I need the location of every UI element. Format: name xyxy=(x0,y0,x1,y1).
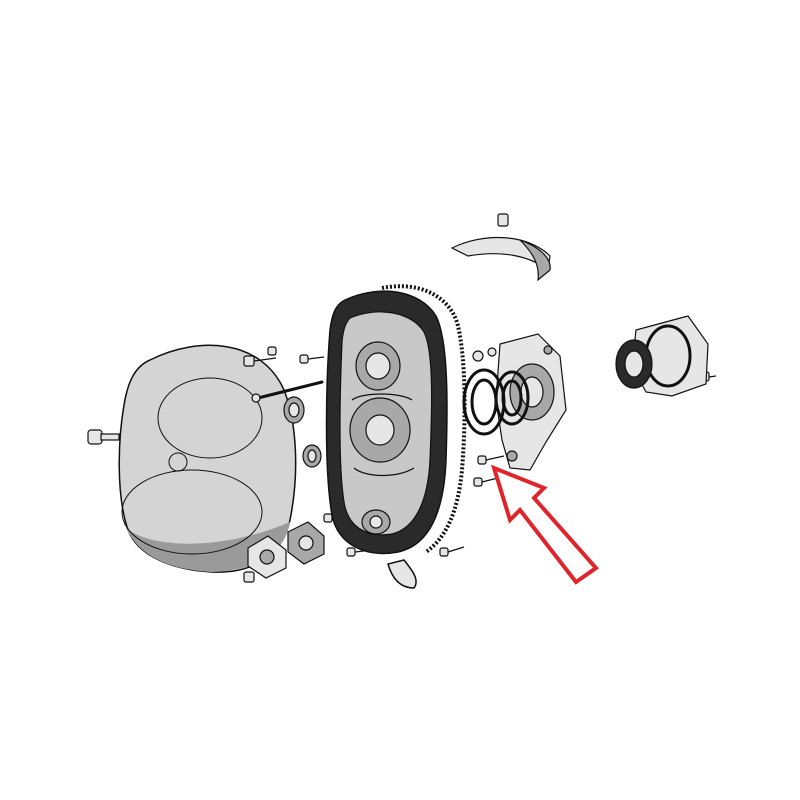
mounting-flange xyxy=(247,535,287,579)
housing-rib-lower xyxy=(353,467,415,477)
housing-main-bore-inner xyxy=(365,414,395,446)
seal-ring-inner xyxy=(470,378,498,426)
small-bolt xyxy=(439,546,465,557)
cover-boss xyxy=(168,452,188,472)
seal-assembly xyxy=(615,315,709,397)
small-bolt xyxy=(243,571,255,583)
housing-upper-bore-inner xyxy=(365,352,391,380)
small-bolt xyxy=(267,346,277,356)
upper-fairing-edge xyxy=(519,239,551,282)
flange-gasket xyxy=(287,521,325,565)
bearing-small-left xyxy=(283,396,305,424)
cover-bolt xyxy=(87,429,120,445)
small-bolt xyxy=(477,455,505,465)
long-stud-end xyxy=(251,393,261,403)
flange-gasket-hole xyxy=(298,535,314,551)
small-bolt xyxy=(299,354,325,364)
housing-rib xyxy=(351,393,413,401)
bearing-housing xyxy=(495,333,567,471)
small-bolt xyxy=(323,513,333,523)
seal-ring xyxy=(462,368,506,436)
long-stud xyxy=(251,380,324,403)
drain-hose xyxy=(387,559,417,589)
cover-upper-dome xyxy=(157,377,263,459)
cover-bolt-head xyxy=(87,429,103,445)
small-bolt xyxy=(473,477,499,487)
cover-bolt-shank xyxy=(100,433,120,441)
housing-gasket xyxy=(381,284,467,554)
small-bolt xyxy=(497,213,509,227)
long-stud-rod xyxy=(256,380,324,400)
bearing-small-lower xyxy=(302,444,322,468)
mounting-flange-hole xyxy=(259,549,275,565)
seal-assembly-front-seal-inner xyxy=(624,350,644,378)
cover-lower-dome xyxy=(121,469,263,555)
small-bolt xyxy=(243,355,277,367)
small-bolts xyxy=(243,213,717,583)
highlight-arrow xyxy=(490,464,599,585)
gearbox-housing xyxy=(325,290,448,555)
seal-ring-outer xyxy=(462,368,506,436)
housing-lower-boss-hole xyxy=(369,515,383,529)
cover-body xyxy=(118,344,297,573)
small-washers-pair xyxy=(472,347,497,362)
